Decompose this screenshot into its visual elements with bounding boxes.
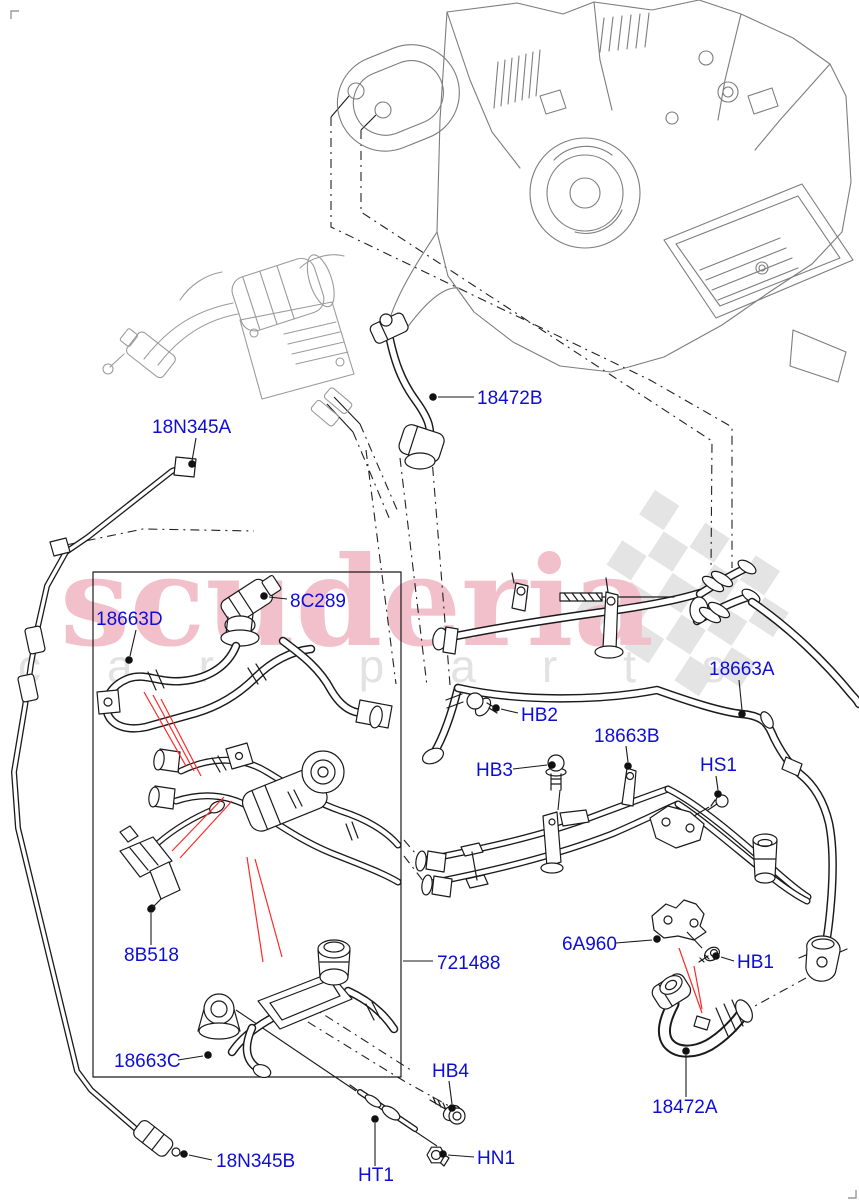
part-label-18663C[interactable]: 18663C: [114, 1051, 181, 1072]
hose-assembly-721488-drawing: [148, 742, 398, 882]
leader-lines: [125, 393, 746, 1166]
watermark-brand-text: scuderia: [60, 530, 654, 675]
part-label-18663A[interactable]: 18663A: [709, 659, 775, 680]
part-label-18472B[interactable]: 18472B: [477, 388, 543, 409]
part-label-HB3[interactable]: HB3: [476, 760, 513, 781]
part-label-18663D[interactable]: 18663D: [96, 609, 163, 630]
watermark-tagline-text: car parts: [18, 640, 791, 692]
main-harness-drawing: [415, 559, 859, 901]
fasteners-drawing: [349, 692, 729, 1167]
hose-18663d-drawing: [96, 641, 393, 729]
hvac-unit-drawing: [336, 0, 854, 383]
hose-18663c-drawing: [197, 939, 394, 1079]
hose-18472b-drawing: [369, 312, 445, 470]
part-label-18472A[interactable]: 18472A: [652, 1097, 718, 1118]
part-label-18N345B[interactable]: 18N345B: [216, 1151, 295, 1172]
part-label-HB2[interactable]: HB2: [521, 705, 558, 726]
part-label-HB4[interactable]: HB4: [432, 1061, 469, 1082]
detail-box: [92, 571, 402, 1078]
hose-18663a-drawing: [458, 688, 848, 982]
left-heater-pipe-drawing: [14, 456, 197, 1157]
part-label-18663B[interactable]: 18663B: [594, 726, 660, 747]
hose-18472a-drawing: [651, 973, 753, 1051]
corner-mark-top-left: [10, 10, 19, 19]
part-label-18N345A[interactable]: 18N345A: [152, 417, 232, 438]
part-label-721488[interactable]: 721488: [437, 953, 500, 974]
red-leader-lines: [143, 691, 703, 1014]
valve-8c289-drawing: [220, 575, 282, 647]
part-label-8B518[interactable]: 8B518: [124, 945, 179, 966]
bracket-6a960-drawing: [651, 899, 707, 949]
part-label-HN1[interactable]: HN1: [477, 1148, 515, 1169]
part-label-HB1[interactable]: HB1: [737, 952, 774, 973]
part-label-8C289[interactable]: 8C289: [290, 591, 346, 612]
part-label-HT1[interactable]: HT1: [358, 1165, 394, 1186]
corner-mark-bottom-right: [848, 1190, 857, 1199]
part-label-HS1[interactable]: HS1: [700, 755, 737, 776]
pump-8b518-drawing: [119, 800, 225, 912]
part-labels: 18N345A 18472B 8C289 18663D HB2 18663A 1…: [96, 388, 775, 1186]
auxiliary-pump-drawing: [102, 254, 355, 427]
part-label-6A960[interactable]: 6A960: [562, 934, 617, 955]
